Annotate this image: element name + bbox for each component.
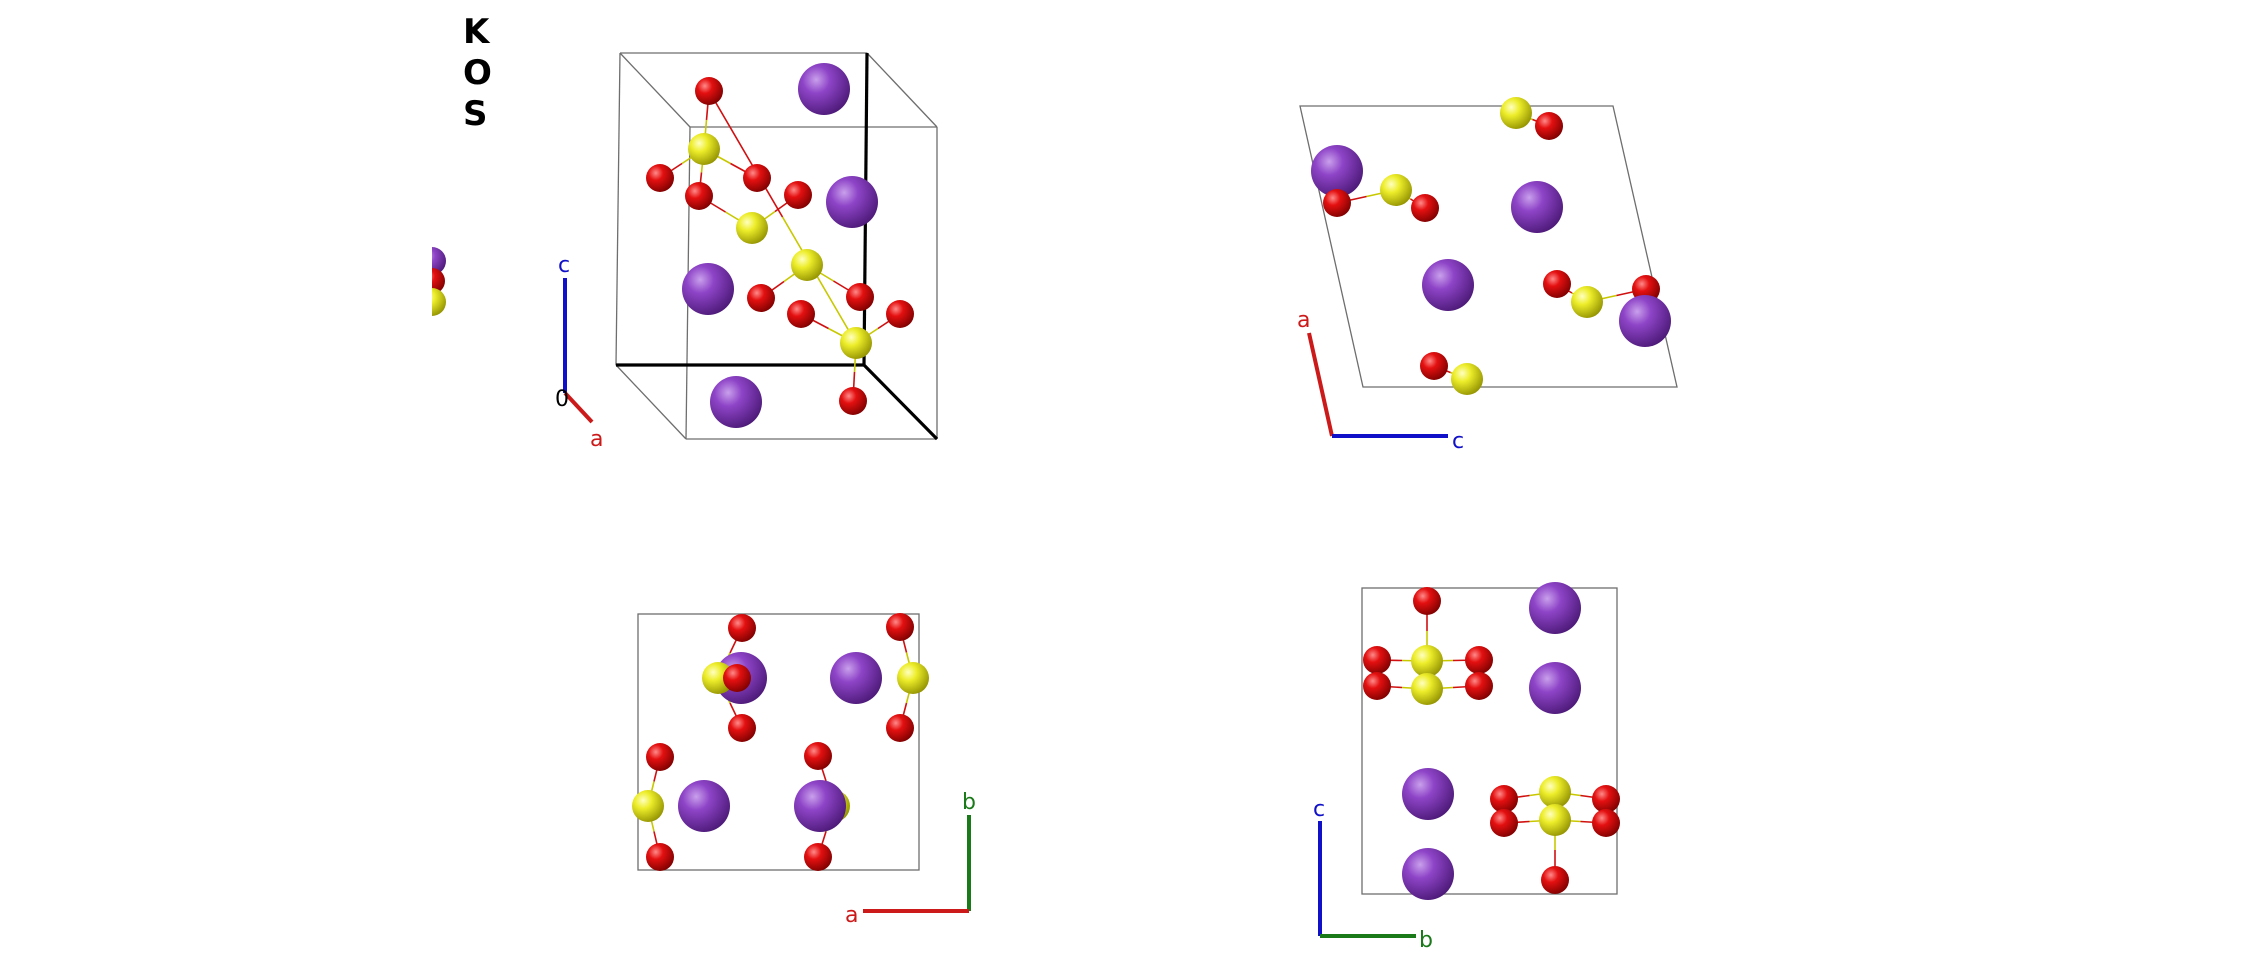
oxygen-atom — [747, 284, 775, 312]
oxygen-atom — [728, 614, 756, 642]
oxygen-atom — [1592, 785, 1620, 813]
potassium-atom — [710, 376, 762, 428]
unit-cell-outline — [1299, 105, 1678, 388]
oxygen-atom — [646, 743, 674, 771]
potassium-atom — [1529, 582, 1581, 634]
oxygen-atom — [1413, 587, 1441, 615]
oxygen-atom — [1323, 189, 1351, 217]
unit-cell-outline — [615, 52, 939, 441]
bond — [781, 216, 857, 344]
origin-label: 0 — [555, 387, 569, 412]
sulfur-atom — [736, 212, 768, 244]
bond — [708, 90, 784, 218]
oxygen-atom — [1490, 785, 1518, 813]
element-legend: K O S — [412, 12, 492, 320]
sulfur-atom — [897, 662, 929, 694]
oxygen-atom — [695, 77, 723, 105]
oxygen-atom — [723, 664, 751, 692]
legend-label-k: K — [463, 12, 491, 52]
view-along-a: c b — [1313, 582, 1620, 953]
oxygen-atom — [1420, 352, 1448, 380]
oxygen-atom — [784, 181, 812, 209]
axis-a-label: a — [590, 427, 603, 452]
oxygen-atom — [1490, 809, 1518, 837]
potassium-atom — [1402, 848, 1454, 900]
atoms-along-c — [632, 613, 929, 871]
axis-a-line — [563, 391, 594, 424]
sulfur-atom — [1539, 804, 1571, 836]
potassium-atom — [1511, 181, 1563, 233]
potassium-atom — [1311, 145, 1363, 197]
view-along-c: b a — [632, 613, 976, 928]
axis-b-label: b — [962, 790, 976, 815]
atoms-perspective — [646, 63, 914, 428]
potassium-atom — [826, 176, 878, 228]
oxygen-atom — [685, 182, 713, 210]
axis-triad-along-a: c b — [1313, 797, 1433, 953]
oxygen-atom — [1411, 194, 1439, 222]
sulfur-atom — [1411, 645, 1443, 677]
oxygen-atom — [804, 742, 832, 770]
atoms-along-a — [1363, 582, 1620, 900]
axis-c-label: c — [1313, 797, 1325, 822]
oxygen-atom — [846, 283, 874, 311]
sulfur-atom — [1380, 174, 1412, 206]
sulfur-atom — [1451, 363, 1483, 395]
potassium-atom — [798, 63, 850, 115]
oxygen-atom — [839, 387, 867, 415]
oxygen-atom — [1465, 646, 1493, 674]
axis-triad-along-c: b a — [845, 790, 976, 928]
oxygen-atom — [1465, 672, 1493, 700]
sulfur-atom — [1500, 97, 1532, 129]
oxygen-atom — [1535, 112, 1563, 140]
legend-label-s: S — [463, 94, 488, 134]
axis-triad-along-b: a c — [1297, 308, 1464, 454]
oxygen-atom — [886, 714, 914, 742]
potassium-atom — [794, 780, 846, 832]
sulfur-atom — [688, 133, 720, 165]
unit-cell-outline — [1361, 587, 1618, 895]
potassium-atom — [1422, 259, 1474, 311]
view-perspective: c a 0 — [555, 52, 939, 452]
axis-b-label: b — [1419, 928, 1433, 953]
sulfur-atom — [632, 790, 664, 822]
sulfur-atom — [791, 249, 823, 281]
axis-a-label: a — [845, 903, 858, 928]
oxygen-atom — [646, 164, 674, 192]
oxygen-atom — [886, 300, 914, 328]
oxygen-atom — [1363, 646, 1391, 674]
atoms-along-b — [1311, 97, 1671, 395]
potassium-atom — [682, 263, 734, 315]
axis-c-label: c — [1452, 429, 1464, 454]
oxygen-atom — [1541, 866, 1569, 894]
sulfur-atom — [1571, 286, 1603, 318]
sulfur-atom — [1411, 673, 1443, 705]
oxygen-atom — [804, 843, 832, 871]
unit-cell-outline — [637, 613, 920, 871]
oxygen-atom — [646, 843, 674, 871]
potassium-atom — [1619, 295, 1671, 347]
oxygen-atom — [886, 613, 914, 641]
view-along-b: a c — [1297, 97, 1678, 454]
potassium-atom — [678, 780, 730, 832]
legend-label-o: O — [463, 53, 492, 93]
axis-a-line — [1307, 332, 1334, 437]
axis-c-label: c — [558, 253, 570, 278]
oxygen-atom — [787, 300, 815, 328]
oxygen-atom — [1363, 672, 1391, 700]
axis-a-label: a — [1297, 308, 1310, 333]
potassium-atom — [830, 652, 882, 704]
sulfur-atom — [1539, 776, 1571, 808]
oxygen-atom — [728, 714, 756, 742]
axis-triad-perspective: c a 0 — [555, 253, 603, 452]
sulfur-atom — [840, 327, 872, 359]
oxygen-atom — [1592, 809, 1620, 837]
oxygen-atom — [1543, 270, 1571, 298]
potassium-atom — [1402, 768, 1454, 820]
potassium-atom — [1529, 662, 1581, 714]
oxygen-atom — [743, 164, 771, 192]
